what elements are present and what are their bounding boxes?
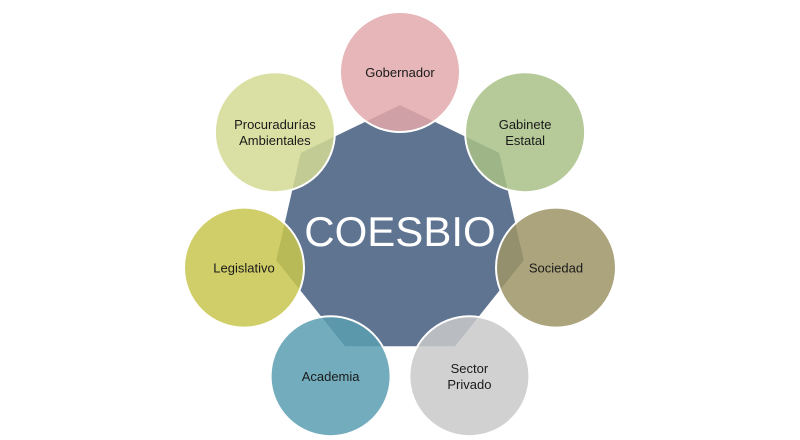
node-label-line: Sociedad (529, 261, 583, 276)
node-label-line: Privado (447, 377, 491, 392)
node-circle-gabinete-estatal (464, 71, 587, 194)
node-label-gobernador: Gobernador (365, 65, 435, 80)
node-sociedad: Sociedad (495, 206, 617, 329)
node-label-line: Estatal (505, 133, 545, 148)
node-circle-legislativo (183, 206, 305, 329)
node-academia: Academia (269, 315, 392, 438)
node-label-line: Procuradurías (234, 117, 316, 132)
node-gobernador: Gobernador (339, 11, 461, 133)
node-label-sociedad: Sociedad (529, 261, 583, 276)
node-label-academia: Academia (302, 369, 361, 384)
node-circle-sector-privado (408, 315, 531, 438)
node-legislativo: Legislativo (183, 206, 305, 329)
node-label-line: Gobernador (365, 65, 435, 80)
node-circle-academia (269, 315, 392, 438)
node-circle-procuradurias-ambientales (213, 71, 336, 194)
node-circle-gobernador (339, 11, 461, 133)
center-label: COESBIO (304, 208, 495, 255)
node-label-line: Legislativo (213, 261, 274, 276)
node-label-line: Ambientales (239, 133, 311, 148)
node-label-line: Sector (451, 361, 489, 376)
node-label-line: Gabinete (499, 117, 552, 132)
node-circle-sociedad (495, 206, 617, 329)
node-label-line: Academia (302, 369, 361, 384)
node-label-legislativo: Legislativo (213, 261, 274, 276)
